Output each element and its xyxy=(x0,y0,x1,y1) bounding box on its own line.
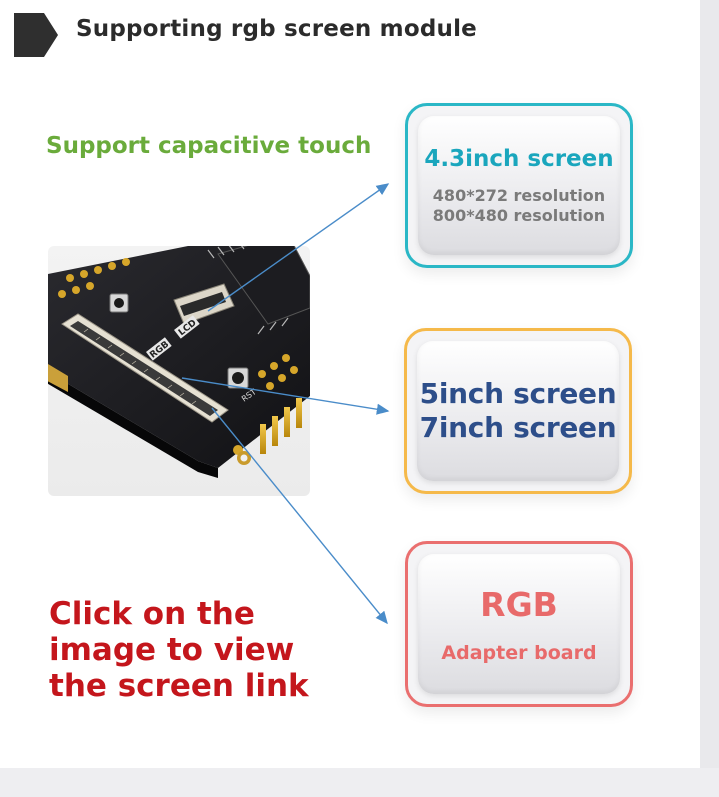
section-title: Supporting rgb screen module xyxy=(76,16,477,42)
header-tab-icon xyxy=(14,13,58,57)
card-43inch-screen[interactable]: 4.3inch screen 480*272 resolution 800*48… xyxy=(405,103,633,268)
capacitive-touch-label: Support capacitive touch xyxy=(46,133,372,159)
card-5-7inch-inner: 5inch screen 7inch screen xyxy=(417,341,619,481)
card-5-7inch-screen[interactable]: 5inch screen 7inch screen xyxy=(404,328,632,494)
click-instruction-line-3: the screen link xyxy=(49,668,309,704)
card-rgb-subtitle: Adapter board xyxy=(441,641,597,664)
card-rgb-adapter[interactable]: RGB Adapter board xyxy=(405,541,633,707)
card-5inch-label: 5inch screen xyxy=(419,377,617,410)
resolution-800x480: 800*480 resolution xyxy=(432,205,606,225)
board-photo[interactable]: LCD RGB RST xyxy=(48,246,310,496)
board-illustration: LCD RGB RST xyxy=(48,246,310,478)
card-rgb-inner: RGB Adapter board xyxy=(418,554,620,694)
card-43inch-inner: 4.3inch screen 480*272 resolution 800*48… xyxy=(418,116,620,255)
resolution-list: 480*272 resolution 800*480 resolution xyxy=(433,186,605,226)
scrollbar-track[interactable] xyxy=(700,0,719,797)
click-instruction-line-2: image to view xyxy=(49,632,295,668)
card-7inch-label: 7inch screen xyxy=(419,411,617,444)
bottom-spacer xyxy=(0,768,719,797)
card-rgb-title: RGB xyxy=(480,584,558,624)
click-instruction: Click on the image to view the screen li… xyxy=(49,596,309,704)
resolution-480x272: 480*272 resolution xyxy=(432,185,606,205)
click-instruction-line-1: Click on the xyxy=(49,596,255,632)
card-43inch-title: 4.3inch screen xyxy=(424,145,614,172)
